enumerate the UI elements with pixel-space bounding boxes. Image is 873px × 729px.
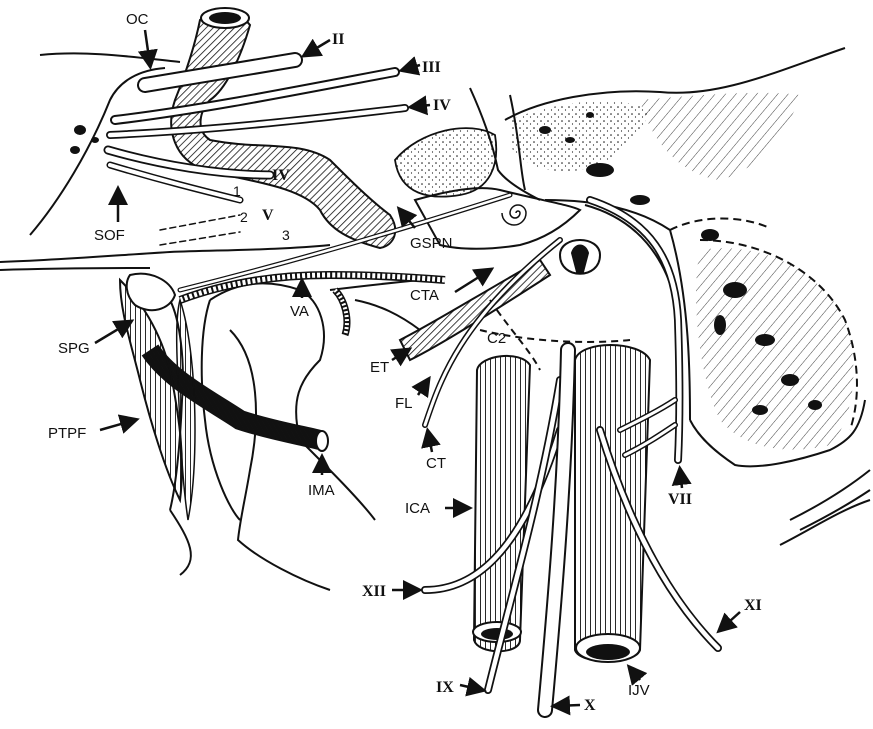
label-ijv: IJV	[628, 682, 650, 699]
internal-carotid-artery-cervical	[473, 356, 530, 651]
cochlea	[502, 205, 526, 225]
label-c2: C2	[487, 330, 506, 347]
label-gspn: GSPN	[410, 235, 453, 252]
label-oc: OC	[126, 11, 149, 28]
label-cn-iv-lower: IV	[272, 167, 290, 184]
label-ct: CT	[426, 455, 446, 472]
label-va: VA	[290, 303, 309, 320]
label-cta: CTA	[410, 287, 439, 304]
label-sof: SOF	[94, 227, 125, 244]
label-cn-xi: XI	[744, 597, 762, 614]
label-ptpf: PTPF	[48, 425, 86, 442]
label-cn-v: V	[262, 207, 274, 224]
label-cn-iii: III	[422, 59, 441, 76]
petrous-apex	[560, 240, 600, 274]
label-cn-iv-upper: IV	[433, 97, 451, 114]
label-et: ET	[370, 359, 389, 376]
label-cn-xii: XII	[362, 583, 386, 600]
internal-jugular-vein	[575, 345, 650, 662]
sphenopalatine-ganglion	[127, 274, 175, 311]
label-cn-x: X	[584, 697, 596, 714]
pterygoid-muscle	[120, 280, 195, 520]
label-cn-ix: IX	[436, 679, 454, 696]
label-fl: FL	[395, 395, 413, 412]
label-v2: 2	[240, 209, 248, 225]
label-cn-vii: VII	[668, 491, 692, 508]
label-v3: 3	[282, 227, 290, 243]
label-spg: SPG	[58, 340, 90, 357]
label-v1: 1	[233, 183, 241, 199]
label-cn-ii: II	[332, 31, 344, 48]
vidian-artery	[180, 275, 445, 335]
label-ica: ICA	[405, 500, 430, 517]
label-ima: IMA	[308, 482, 335, 499]
